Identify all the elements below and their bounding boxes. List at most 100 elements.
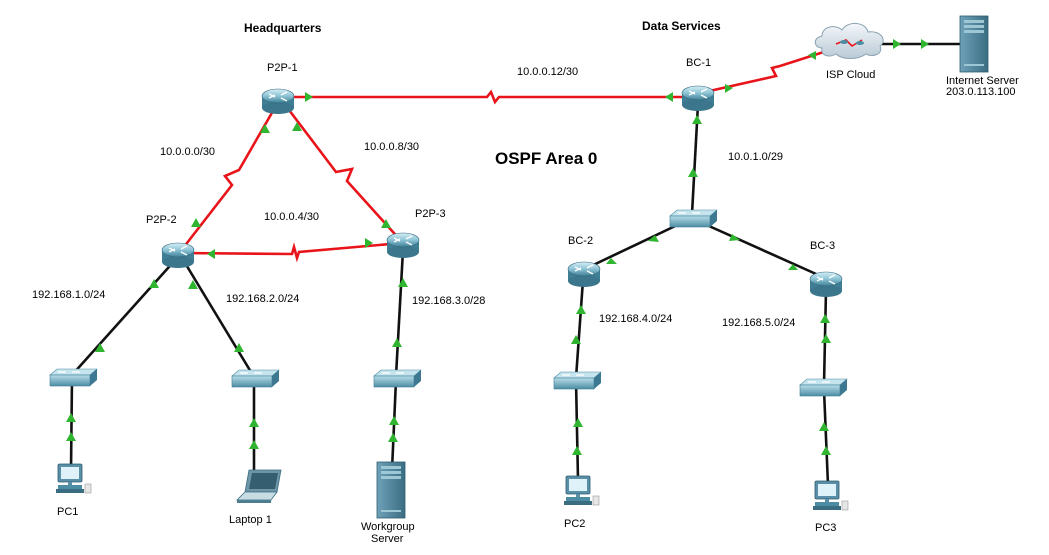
serial-link-p2p2-p2p3[interactable]: [179, 241, 403, 263]
link-up-indicator: [576, 305, 586, 314]
label-p2p3: P2P-3: [415, 208, 446, 220]
section-headquarters: Headquarters: [244, 21, 322, 35]
link-up-indicator: [249, 418, 259, 427]
link-up-indicator: [188, 280, 198, 289]
router-p2p2-icon[interactable]: [161, 242, 195, 269]
link-up-indicator: [260, 124, 270, 133]
links: [69, 40, 960, 486]
ethernet-link-p2p2-sw1[interactable]: [71, 257, 178, 376]
link-up-indicator: [573, 418, 583, 427]
pc2-icon[interactable]: [563, 475, 600, 506]
link-up-indicator: [207, 249, 215, 259]
switch-hq1-icon[interactable]: [49, 368, 98, 387]
network-label: 10.0.0.0/30: [160, 146, 215, 158]
link-up-indicator: [292, 122, 302, 131]
link-up-indicator: [692, 115, 702, 124]
ethernet-link-sw4-pc2[interactable]: [574, 379, 580, 481]
link-up-indicator: [249, 440, 259, 449]
laptop-icon[interactable]: [236, 469, 282, 504]
link-up-indicator: [398, 278, 408, 287]
internet-server-icon[interactable]: [959, 15, 989, 73]
ethernet-link-sw5-pc3[interactable]: [822, 389, 830, 486]
network-label: 192.168.3.0/28: [412, 295, 485, 307]
router-p2p1-icon[interactable]: [261, 88, 295, 115]
serial-link-bc1-isp[interactable]: [704, 40, 856, 94]
ethernet-link-switch-bc3[interactable]: [699, 220, 826, 280]
link-up-indicator: [821, 334, 831, 343]
link-up-indicator: [821, 446, 831, 455]
link-up-indicator: [725, 84, 733, 93]
link-up-indicator: [66, 413, 76, 422]
switch-bc3-icon[interactable]: [799, 378, 848, 397]
label-workgroup-server: Workgroup: [361, 521, 415, 533]
link-up-indicator: [149, 279, 159, 288]
link-up-indicator: [788, 264, 798, 270]
link-up-indicator: [606, 258, 617, 264]
network-label: 192.168.1.0/24: [32, 289, 105, 301]
link-up-indicator: [365, 238, 373, 248]
router-p2p3-icon[interactable]: [386, 232, 420, 259]
router-bc3-icon[interactable]: [809, 271, 843, 298]
switch-hq3-icon[interactable]: [373, 369, 422, 388]
label-isp-cloud: ISP Cloud: [826, 69, 875, 81]
network-label: 10.0.0.4/30: [264, 211, 319, 223]
link-up-indicator: [571, 335, 581, 344]
ethernet-link-bc2-sw4[interactable]: [574, 279, 585, 379]
label-p2p2: P2P-2: [146, 214, 177, 226]
isp-cloud-icon[interactable]: [814, 23, 884, 59]
serial-link-p2p1-p2p3[interactable]: [284, 105, 403, 243]
switch-ds-core-icon[interactable]: [669, 209, 718, 228]
pc1-icon[interactable]: [55, 463, 92, 494]
diagram-title: OSPF Area 0: [495, 149, 597, 168]
ethernet-link-sw1-pc1[interactable]: [69, 377, 74, 471]
label-laptop: Laptop 1: [229, 514, 272, 526]
link-up-indicator: [921, 39, 929, 49]
label-bc3: BC-3: [810, 240, 835, 252]
switch-bc2-icon[interactable]: [553, 371, 602, 390]
router-bc1-icon[interactable]: [681, 85, 715, 112]
label-pc2: PC2: [564, 518, 585, 530]
switch-hq2-icon[interactable]: [231, 369, 280, 388]
label-pc3: PC3: [815, 522, 836, 534]
workgroup-server-icon[interactable]: [376, 461, 406, 519]
link-up-indicator: [648, 235, 659, 242]
link-up-indicator: [665, 92, 673, 102]
network-label: 10.0.0.12/30: [517, 66, 578, 78]
label-p2p1: P2P-1: [267, 62, 298, 74]
link-up-indicator: [234, 343, 244, 352]
link-up-indicator: [388, 433, 398, 442]
link-up-indicator: [381, 219, 391, 228]
link-status-indicators: [66, 39, 929, 455]
label-bc2: BC-2: [568, 235, 593, 247]
network-label: 10.0.0.8/30: [364, 141, 419, 153]
link-up-indicator: [95, 343, 105, 352]
serial-link-p2p1-bc1[interactable]: [283, 89, 692, 105]
link-up-indicator: [572, 446, 582, 455]
link-up-indicator: [191, 218, 201, 227]
link-up-indicator: [808, 51, 816, 60]
pc3-icon[interactable]: [812, 480, 849, 511]
link-up-indicator: [893, 39, 901, 49]
section-data-services: Data Services: [642, 19, 721, 33]
link-up-indicator: [66, 432, 76, 441]
link-up-indicator: [392, 338, 402, 347]
ethernet-link-p2p3-sw3[interactable]: [394, 249, 405, 377]
network-label: 192.168.5.0/24: [722, 317, 795, 329]
label-bc1: BC-1: [686, 57, 711, 69]
serial-link-p2p1-p2p2[interactable]: [178, 103, 279, 253]
label-internet-server: Internet Server: [946, 75, 1019, 87]
router-bc2-icon[interactable]: [567, 261, 601, 288]
label-internet-server-ip: 203.0.113.100: [946, 86, 1016, 98]
network-label: 10.0.1.0/29: [728, 151, 783, 163]
network-label: 192.168.4.0/24: [599, 313, 672, 325]
link-up-indicator: [389, 416, 399, 425]
link-up-indicator: [729, 234, 740, 241]
label-workgroup-server-2: Server: [371, 533, 404, 545]
link-up-indicator: [819, 422, 829, 431]
link-up-indicator: [820, 314, 830, 323]
label-pc1: PC1: [57, 506, 78, 518]
ethernet-link-p2p2-sw2[interactable]: [180, 257, 256, 378]
link-up-indicator: [688, 168, 698, 177]
link-up-indicator: [305, 92, 313, 102]
